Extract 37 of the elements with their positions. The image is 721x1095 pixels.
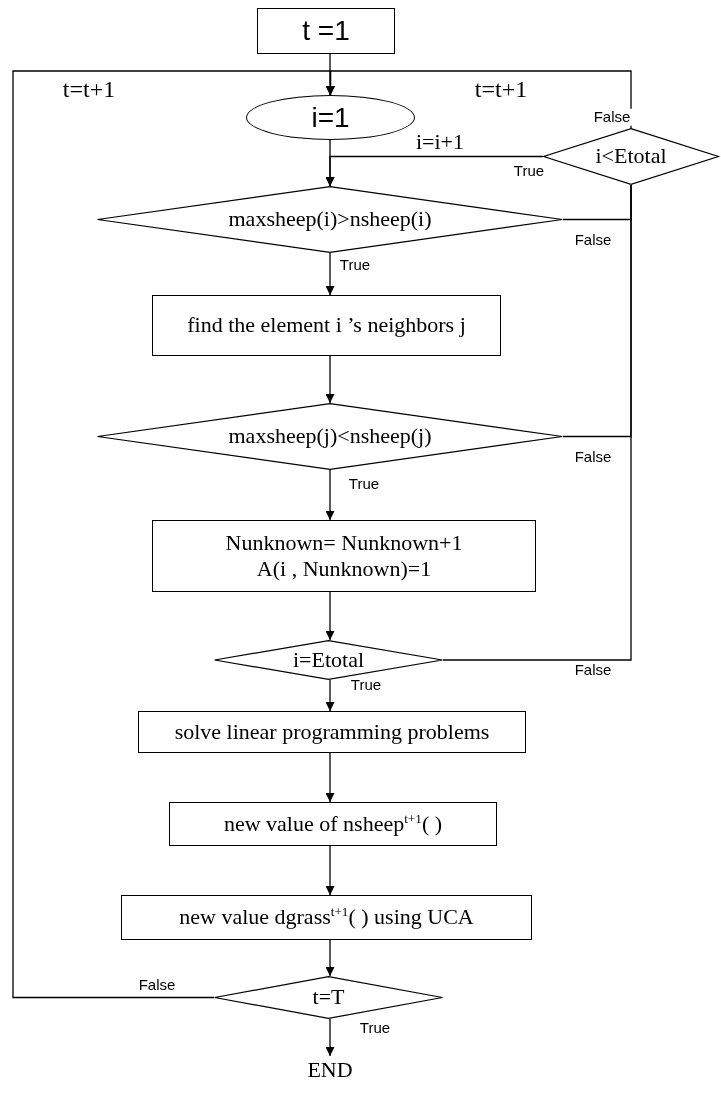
connector-line (442, 184, 632, 661)
arrow (325, 845, 335, 896)
arrow (326, 70, 632, 129)
arrow (325, 1018, 335, 1057)
arrow (325, 469, 335, 521)
node-text: find the element i ’s neighbors j (186, 312, 467, 339)
node-text: maxsheep(i)>nsheep(i) (227, 206, 433, 233)
decision-diamond (97, 186, 563, 253)
decision-diamond (214, 976, 443, 1019)
node-text: i=Etotal (291, 646, 366, 674)
node-text: solve linear programming problems (173, 718, 491, 746)
node-text: i<Etotal (594, 143, 668, 170)
node-text: Nunknown= Nunknown+1 A(i , Nunknown)=1 (224, 529, 464, 583)
decision-diamond (543, 128, 719, 185)
node-text: maxsheep(j)<nsheep(j) (227, 423, 433, 450)
arrow (325, 939, 335, 977)
process-box (152, 520, 536, 592)
node-text: END (306, 1056, 354, 1084)
arrow (325, 679, 335, 712)
arrow (325, 252, 335, 296)
process-box (152, 295, 501, 356)
arrow (325, 155, 544, 187)
process-box (257, 8, 395, 54)
node-text: t=T (311, 984, 346, 1011)
arrow (325, 591, 335, 641)
node-text: new value dgrass$^{t+1}$( ) using UCA (178, 904, 475, 931)
decision-diamond (97, 403, 563, 470)
node-text: new value of nsheep$^{t+1}$( ) (222, 810, 444, 838)
process-box (138, 711, 526, 753)
arrow (325, 355, 335, 404)
process-box (121, 895, 532, 940)
node-text: t =1 (301, 14, 351, 48)
decision-diamond (214, 640, 443, 680)
node-text: i=1 (310, 100, 351, 135)
branch-label: False (591, 108, 633, 126)
process-box (169, 802, 497, 846)
arrow (325, 752, 335, 803)
